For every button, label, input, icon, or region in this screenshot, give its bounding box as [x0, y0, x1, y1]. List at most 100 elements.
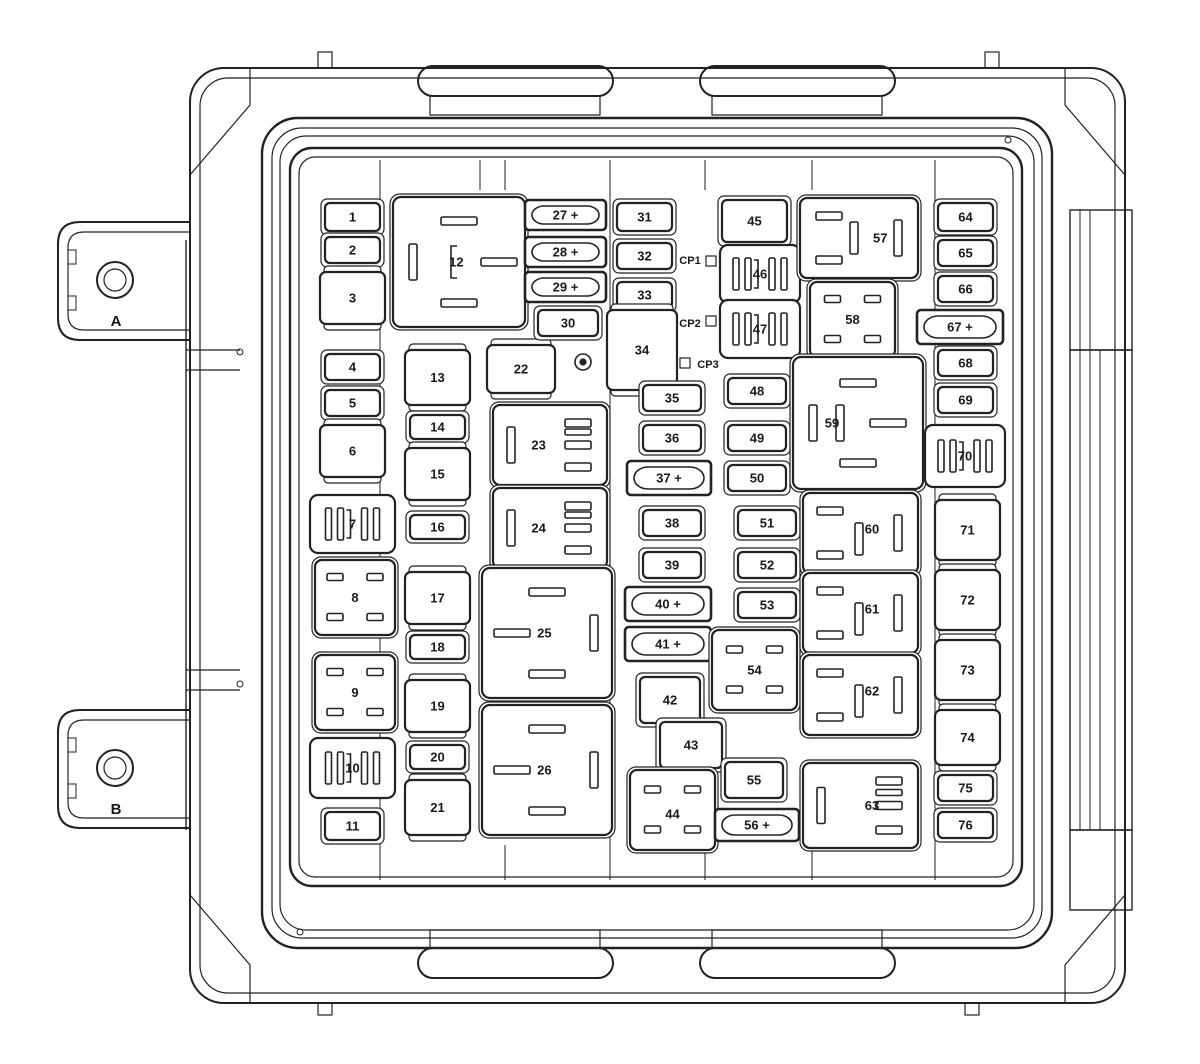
component-56 — [713, 807, 801, 843]
component-69 — [933, 382, 998, 418]
position-label-51: 51 — [760, 516, 774, 531]
position-label-67: 67 + — [947, 320, 973, 335]
position-label-1: 1 — [349, 210, 356, 225]
component-39 — [638, 547, 706, 583]
position-label-69: 69 — [958, 393, 972, 408]
component-7 — [308, 493, 397, 555]
position-label-62: 62 — [865, 684, 879, 699]
component-72 — [933, 563, 1002, 637]
position-label-37: 37 + — [656, 471, 682, 486]
position-label-38: 38 — [665, 516, 679, 531]
position-label-30: 30 — [561, 316, 575, 331]
component-63 — [799, 759, 922, 852]
component-60 — [799, 489, 922, 577]
position-label-33: 33 — [637, 288, 651, 303]
position-label-43: 43 — [684, 738, 698, 753]
component-2 — [320, 232, 385, 268]
component-64 — [933, 198, 998, 236]
position-label-53: 53 — [760, 598, 774, 613]
position-label-22: 22 — [514, 362, 528, 377]
position-label-6: 6 — [349, 444, 356, 459]
component-11 — [320, 807, 385, 845]
position-label-10: 10 — [345, 761, 359, 776]
position-label-19: 19 — [430, 699, 444, 714]
component-8 — [311, 556, 399, 639]
position-label-65: 65 — [958, 246, 972, 261]
mounting-tab-b — [57, 709, 190, 829]
component-52 — [733, 547, 801, 583]
connector-label-a: A — [111, 313, 122, 330]
position-label-45: 45 — [747, 214, 761, 229]
position-label-58: 58 — [845, 312, 859, 327]
position-label-46: 46 — [753, 267, 767, 282]
mounting-tab-a — [57, 221, 190, 341]
component-74 — [933, 703, 1002, 772]
position-label-70: 70 — [958, 449, 972, 464]
component-29 — [523, 270, 608, 304]
position-label-60: 60 — [865, 522, 879, 537]
component-4 — [320, 349, 385, 385]
component-54 — [708, 626, 801, 714]
component-17 — [403, 565, 472, 631]
component-12 — [389, 193, 529, 331]
position-label-41: 41 + — [655, 637, 681, 652]
component-51 — [733, 505, 801, 541]
component-3 — [318, 265, 387, 331]
position-label-4: 4 — [349, 360, 357, 375]
component-48 — [723, 373, 791, 409]
position-label-52: 52 — [760, 558, 774, 573]
component-40 — [623, 585, 713, 623]
component-10 — [308, 736, 397, 800]
component-19 — [403, 673, 472, 739]
component-38 — [638, 505, 706, 541]
position-label-73: 73 — [960, 663, 974, 678]
component-53 — [733, 587, 801, 623]
position-label-14: 14 — [430, 420, 445, 435]
component-73 — [933, 633, 1002, 707]
position-label-15: 15 — [430, 467, 444, 482]
position-label-23: 23 — [531, 438, 545, 453]
position-label-3: 3 — [349, 291, 356, 306]
housing — [185, 51, 1133, 1016]
position-label-64: 64 — [958, 210, 973, 225]
component-35 — [638, 380, 706, 416]
check-point-cp3: CP3 — [697, 359, 718, 371]
component-58 — [806, 278, 899, 361]
position-label-12: 12 — [449, 255, 463, 270]
component-70 — [923, 423, 1007, 489]
position-label-24: 24 — [531, 521, 546, 536]
position-label-2: 2 — [349, 243, 356, 258]
position-label-25: 25 — [537, 626, 551, 641]
component-16 — [405, 510, 470, 544]
component-43 — [655, 717, 727, 773]
component-26 — [478, 701, 616, 839]
position-label-34: 34 — [635, 343, 650, 358]
position-label-39: 39 — [665, 558, 679, 573]
component-30 — [533, 305, 603, 341]
component-66 — [933, 271, 998, 307]
position-label-71: 71 — [960, 523, 974, 538]
position-label-59: 59 — [825, 416, 839, 431]
position-label-40: 40 + — [655, 597, 681, 612]
component-31 — [612, 198, 677, 236]
position-label-29: 29 + — [553, 280, 579, 295]
check-points — [574, 255, 717, 371]
position-label-18: 18 — [430, 640, 444, 655]
position-label-16: 16 — [430, 520, 444, 535]
position-label-74: 74 — [960, 730, 975, 745]
position-label-17: 17 — [430, 591, 444, 606]
position-label-48: 48 — [750, 384, 764, 399]
component-41 — [623, 625, 713, 663]
position-label-44: 44 — [665, 807, 680, 822]
component-32 — [612, 238, 677, 274]
component-55 — [720, 757, 788, 803]
position-label-11: 11 — [346, 819, 360, 834]
check-point-cp1: CP1 — [679, 255, 700, 267]
position-label-27: 27 + — [553, 208, 579, 223]
position-label-26: 26 — [537, 763, 551, 778]
position-label-35: 35 — [665, 391, 679, 406]
position-label-20: 20 — [430, 750, 444, 765]
component-76 — [933, 807, 998, 843]
component-21 — [403, 773, 472, 842]
